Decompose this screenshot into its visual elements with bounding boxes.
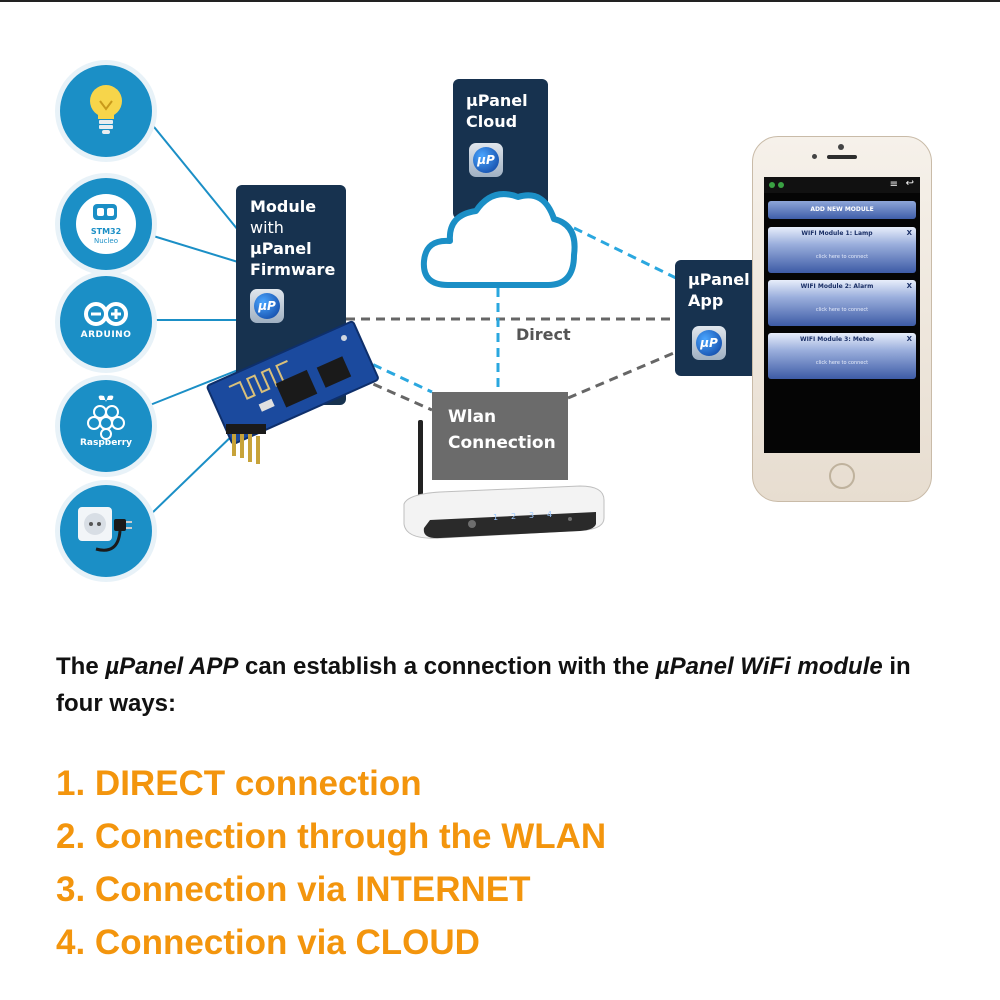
up-logo-icon: µP (696, 330, 722, 356)
speaker-grille (827, 155, 857, 159)
raspberry-pi-icon (87, 395, 125, 440)
description-emphasis-module: µPanel WiFi module (655, 653, 883, 680)
connection-ways-list: 1. DIRECT connection 2. Connection throu… (56, 757, 956, 969)
module-connect-text[interactable]: click here to connect (815, 254, 869, 260)
wlan-panel-title: Wlan Connection (448, 404, 556, 456)
front-camera-icon (838, 144, 844, 150)
stm32-label: STM32 (90, 227, 122, 236)
arduino-icon (84, 302, 128, 326)
module-title-line4: Firmware (250, 260, 336, 279)
description-text: can establish a connection with the (238, 653, 656, 680)
module-card-title: WIFI Module 1: Lamp (801, 230, 873, 237)
description-text: The (56, 653, 106, 680)
direct-label: Direct (516, 325, 571, 344)
app-top-bar: ≡ ↩ (764, 177, 920, 193)
lightbulb-icon (90, 85, 122, 134)
way-item-wlan: 2. Connection through the WLAN (56, 817, 607, 856)
way-item-direct: 1. DIRECT connection (56, 764, 422, 803)
module-close-button[interactable]: X (906, 229, 912, 237)
way-item-internet: 3. Connection via INTERNET (56, 870, 531, 909)
cloud-title-line1: µPanel (466, 91, 528, 110)
cloud-up-badge: µP (469, 143, 503, 177)
add-new-module-button[interactable]: ADD NEW MODULE (768, 201, 916, 219)
stm32-nucleo-icon (76, 194, 136, 254)
lightbulb-circle (60, 65, 152, 157)
line-raspberry-module (149, 369, 239, 406)
module-card-title: WIFI Module 2: Alarm (800, 283, 874, 290)
module-card[interactable]: WIFI Module 3: Meteo X click here to con… (768, 333, 916, 379)
app-title-line2: App (688, 291, 724, 310)
module-card[interactable]: WIFI Module 1: Lamp X click here to conn… (768, 227, 916, 273)
home-button (829, 463, 855, 489)
stm32-nucleo-circle: STM32 Nucleo (60, 178, 152, 270)
power-socket-circle (60, 485, 152, 577)
cloud-panel-title: µPanel Cloud (466, 90, 528, 132)
module-card[interactable]: WIFI Module 2: Alarm X click here to con… (768, 280, 916, 326)
back-arrow-icon[interactable]: ↩ (905, 178, 914, 189)
app-panel-title: µPanel App (688, 269, 750, 311)
wlan-title-line2: Connection (448, 433, 556, 453)
wlan-title-line1: Wlan (448, 407, 497, 427)
app-up-badge: µP (692, 326, 726, 360)
wifi-router: 1 2 3 4 (400, 420, 610, 550)
description-text: in four ways: (56, 653, 911, 717)
module-connect-text[interactable]: click here to connect (815, 307, 869, 313)
status-dot-icon (778, 182, 784, 188)
line-bulb-module (149, 121, 239, 231)
line-stm32-module (149, 234, 239, 263)
arduino-circle: ARDUINO (60, 276, 152, 368)
status-dot-icon (769, 182, 775, 188)
phone-screen: ≡ ↩ ADD NEW MODULE WIFI Module 1: Lamp X… (764, 177, 920, 453)
module-close-button[interactable]: X (906, 335, 912, 343)
smartphone: ≡ ↩ ADD NEW MODULE WIFI Module 1: Lamp X… (752, 136, 932, 502)
line-socket-module (149, 429, 239, 516)
module-title-line3: µPanel (250, 239, 312, 258)
description-emphasis-app: µPanel APP (105, 653, 239, 680)
module-up-badge: µP (250, 289, 284, 323)
raspberry-label: Raspberry (79, 438, 133, 448)
router-icon (403, 420, 605, 539)
esp-wifi-module-icon (206, 320, 379, 464)
arduino-label: ARDUINO (80, 330, 132, 340)
up-logo-icon: µP (254, 293, 280, 319)
module-connect-text[interactable]: click here to connect (815, 360, 869, 366)
module-card-title: WIFI Module 3: Meteo (800, 336, 874, 343)
wlan-panel: Wlan Connection (432, 392, 568, 480)
router-port-2: 2 (511, 512, 517, 521)
up-logo-icon: µP (473, 147, 499, 173)
module-close-button[interactable]: X (906, 282, 912, 290)
router-port-1: 1 (493, 513, 499, 522)
module-title-line2: with (250, 218, 284, 237)
raspberry-circle: Raspberry (60, 380, 152, 472)
cloud-app-blue-line (573, 226, 677, 280)
sensor-icon (812, 154, 817, 159)
power-socket-icon (78, 507, 132, 552)
module-title-line1: Module (250, 197, 317, 216)
router-port-3: 3 (529, 511, 535, 520)
wlan-app-gray-line (567, 350, 677, 400)
connection-diagram: STM32 Nucleo ARDUINO Raspberry (60, 65, 932, 577)
description-paragraph: The µPanel APP can establish a connectio… (56, 648, 956, 722)
cloud-icon (420, 191, 578, 288)
app-title-line1: µPanel (688, 270, 750, 289)
router-port-4: 4 (547, 510, 553, 519)
top-border (0, 0, 1000, 2)
menu-icon[interactable]: ≡ (889, 179, 898, 190)
nucleo-label: Nucleo (93, 237, 119, 245)
way-item-cloud: 4. Connection via CLOUD (56, 923, 480, 962)
cloud-title-line2: Cloud (466, 112, 518, 131)
module-panel-title: Module with µPanel Firmware (250, 196, 335, 280)
